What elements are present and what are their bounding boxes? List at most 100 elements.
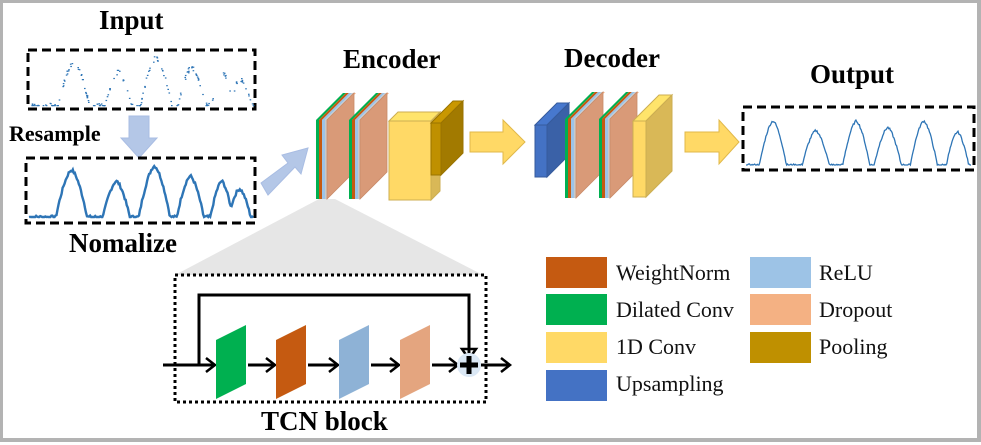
input-sample-point [62,83,65,85]
input-sample-point [78,69,81,71]
input-sample-point [166,85,168,87]
input-sample-point [94,105,96,107]
decoder-tcn-block-2 [599,91,639,199]
input-sample-point [187,71,189,73]
input-sample-point [212,98,214,100]
input-sample-point [241,80,244,82]
input-sample-point [184,78,187,80]
input-sample-point [63,79,66,81]
input-sample-point [113,77,115,80]
input-sample-point [107,94,110,96]
encoder-title: Encoder [343,44,441,74]
tcn-flow-arrowhead [328,357,341,373]
diagram-svg [24,48,976,404]
input-sample-point [163,75,165,77]
input-sample-point [98,103,100,105]
input-sample-point [188,70,190,72]
input-sample-point [206,105,209,107]
input-sample-point [86,95,88,98]
decoder-conv1d-layer [631,93,674,199]
input-sample-point [140,102,143,104]
input-sample-point [33,103,36,105]
input-sample-point [98,105,101,107]
input-sample-point [224,75,227,77]
legend-swatch-pooling [750,332,811,363]
input-sample-point [168,92,171,94]
resample-arrow [119,115,159,159]
input-sample-point [148,70,150,72]
tcn-output-arrowhead [500,357,513,373]
input-sample-point [34,105,36,107]
input-sample-point [178,98,181,100]
encoder-pooling-layer [429,99,465,177]
tcn-flow [163,325,461,399]
input-sample-point [156,57,159,59]
input-sample-point [62,85,65,87]
input-sample-point [205,102,208,104]
input-sample-point [205,105,208,107]
input-sample-point [196,76,199,78]
input-sample-point [248,95,250,97]
input-sample-point [130,103,132,105]
input-sample-point [54,105,56,107]
input-sample-point [235,81,238,83]
legend-swatch-1d-conv [546,332,607,363]
to-encoder-arrow [260,147,309,196]
input-sample-point [66,70,68,72]
input-sample-point [146,74,149,76]
tcn-flow-arrowhead [389,357,402,373]
normalize-title: Nomalize [69,228,177,258]
input-sample-point [69,63,72,65]
input-sample-point [49,102,52,104]
input-sample-point [56,105,58,107]
output-signal-box [741,105,976,172]
input-sample-point [184,76,186,79]
encoder-tcn-block-1 [316,92,356,200]
input-signal-box [26,48,257,111]
tcn-dilated-conv-plate [216,325,246,399]
input-sample-point [54,104,56,106]
input-sample-point [36,105,38,107]
input-sample-point [149,67,151,69]
decoder-upsampling-layer [533,101,571,179]
input-sample-point [249,99,252,101]
input-sample-point [236,82,238,85]
decoder-tcn-block-1 [565,91,605,199]
input-sample-point [100,103,103,105]
input-sample-point [84,87,86,90]
encoder-stack [316,92,465,202]
input-sample-point [126,90,129,92]
input-sample-point [156,56,158,58]
input-sample-point [153,61,155,63]
input-sample-point [32,105,35,107]
input-sample-point [156,60,159,62]
input-sample-point [80,74,83,76]
input-sample-point [88,101,90,103]
input-sample-point [99,104,102,106]
input-sample-point [196,74,198,77]
input-sample-point [170,100,172,103]
normalized-signal-line [28,163,254,220]
input-sample-point [191,66,193,68]
legend-label-pooling: Pooling [819,334,888,359]
legend-label-1d-conv: 1D Conv [616,334,697,359]
input-sample-point [81,79,84,81]
input-sample-point [225,77,227,79]
input-sample-point [68,69,70,71]
input-sample-point [225,74,227,77]
plus-icon [460,356,478,374]
legend-label-relu: ReLU [819,260,873,285]
input-sample-point [67,70,70,72]
input-sample-point [51,104,53,107]
input-sample-point [71,63,74,65]
tcn-relu-plate [339,325,369,399]
input-sample-point [141,97,143,100]
input-sample-point [136,105,138,107]
input-sample-point [245,88,247,90]
input-sample-point [188,67,190,69]
input-sample-point [242,82,245,84]
input-sample-point [51,105,54,107]
input-sample-point [191,67,193,69]
input-sample-point [184,74,187,77]
